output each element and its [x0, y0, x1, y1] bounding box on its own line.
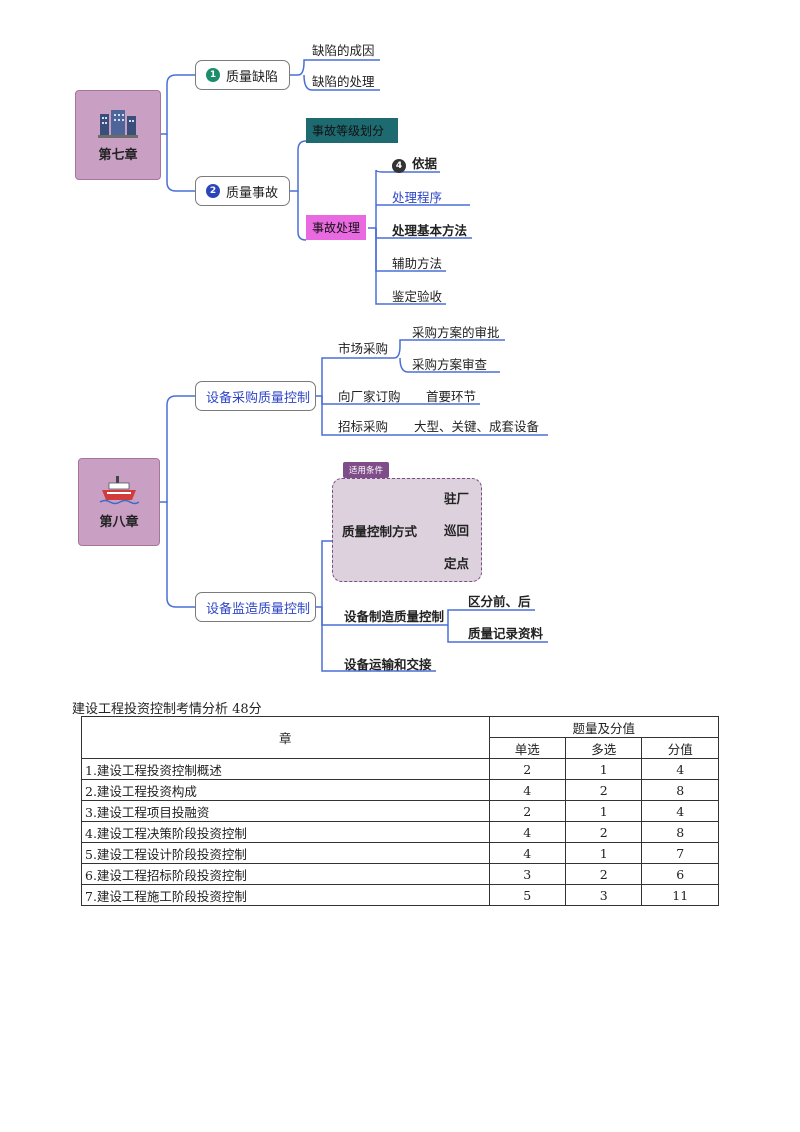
chapter7-root: 第七章	[75, 90, 161, 180]
table-caption: 建设工程投资控制考情分析 48分	[72, 702, 262, 717]
market-plan-approval: 采购方案的审批	[412, 325, 500, 340]
node-quality-defect[interactable]: 1 质量缺陷	[195, 60, 290, 90]
handle-basic-method: 处理基本方法	[392, 223, 468, 238]
condition-tag: 适用条件	[343, 462, 390, 478]
handle-procedure: 处理程序	[392, 190, 443, 205]
method-fixed-point: 定点	[444, 556, 470, 571]
header-group: 题量及分值	[488, 716, 719, 738]
number-badge-icon: 1	[206, 68, 220, 82]
node-equipment-supervision-label: 设备监造质量控制	[206, 601, 311, 617]
chapter7-title: 第七章	[98, 147, 138, 163]
manufacturing-quality-control: 设备制造质量控制	[344, 609, 445, 624]
purchase-market: 市场采购	[338, 341, 389, 356]
header-multi: 多选	[564, 737, 643, 759]
handle-acceptance: 鉴定验收	[392, 289, 443, 304]
method-resident: 驻厂	[444, 491, 470, 506]
node-equipment-purchase-label: 设备采购质量控制	[206, 390, 311, 406]
handle-aux-method: 辅助方法	[392, 256, 443, 271]
chapter8-title: 第八章	[99, 514, 139, 530]
tag-accident-grade: 事故等级划分	[306, 118, 398, 143]
purchase-tender: 招标采购	[338, 419, 389, 434]
condition-box	[332, 478, 482, 582]
method-patrol: 巡回	[444, 523, 470, 538]
tag-accident-handle: 事故处理	[306, 215, 367, 240]
method-quality-control: 质量控制方式	[342, 524, 418, 539]
leaf-defect-handle: 缺陷的处理	[312, 74, 375, 89]
header-chapter: 章	[81, 716, 490, 759]
building-icon	[98, 109, 138, 138]
header-single: 单选	[488, 737, 566, 759]
number-badge-icon: 4	[392, 159, 406, 173]
leaf-defect-cause: 缺陷的成因	[312, 43, 375, 58]
market-plan-review: 采购方案审查	[412, 357, 488, 372]
manuf-distinguish: 区分前、后	[468, 594, 531, 609]
number-badge-icon: 2	[206, 184, 220, 198]
chapter8-root: 第八章	[78, 458, 160, 546]
header-score: 分值	[641, 737, 719, 759]
node-equipment-supervision[interactable]: 设备监造质量控制	[195, 592, 316, 622]
tender-large-equipment: 大型、关键、成套设备	[414, 419, 540, 434]
transport-handover: 设备运输和交接	[344, 657, 432, 672]
node-quality-accident[interactable]: 2 质量事故	[195, 176, 290, 206]
node-quality-accident-label: 质量事故	[226, 185, 279, 201]
node-quality-defect-label: 质量缺陷	[226, 69, 279, 85]
node-equipment-purchase[interactable]: 设备采购质量控制	[195, 381, 316, 411]
factory-key-step: 首要环节	[426, 389, 477, 404]
ship-icon	[99, 475, 139, 504]
manuf-records: 质量记录资料	[468, 626, 544, 641]
purchase-factory: 向厂家订购	[338, 389, 401, 404]
